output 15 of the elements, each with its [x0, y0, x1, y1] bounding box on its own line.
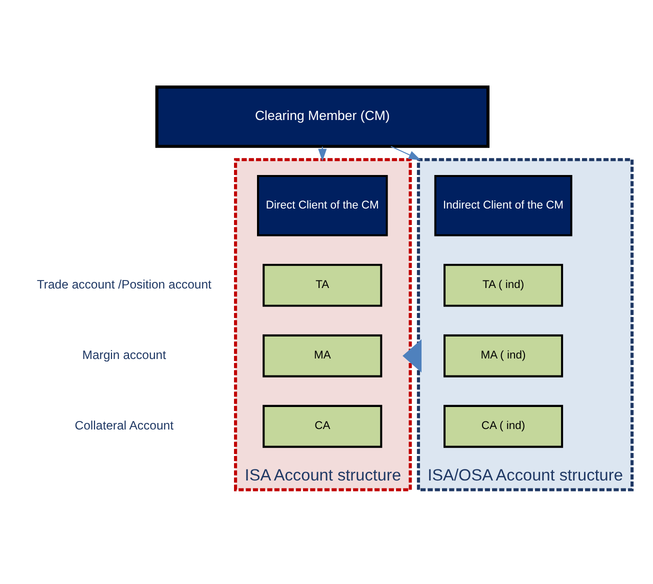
label: Margin account [82, 348, 166, 362]
arrow [390, 145, 421, 160]
node-box: MA ( ind) [444, 334, 564, 377]
arrow [318, 146, 327, 161]
node-box: CA ( ind) [444, 404, 564, 448]
node-box: Direct Client of the CM [257, 174, 388, 236]
node-box: TA ( ind) [444, 263, 564, 306]
node-box: Indirect Client of the CM [434, 174, 572, 236]
node-box: Clearing Member (CM) [155, 85, 490, 148]
arrow [402, 338, 422, 372]
node-box: TA [262, 263, 382, 306]
node-box: MA [262, 334, 382, 377]
label: Collateral Account [74, 418, 174, 432]
node-box: CA [262, 404, 382, 448]
label: Trade account /Position account [36, 277, 212, 292]
